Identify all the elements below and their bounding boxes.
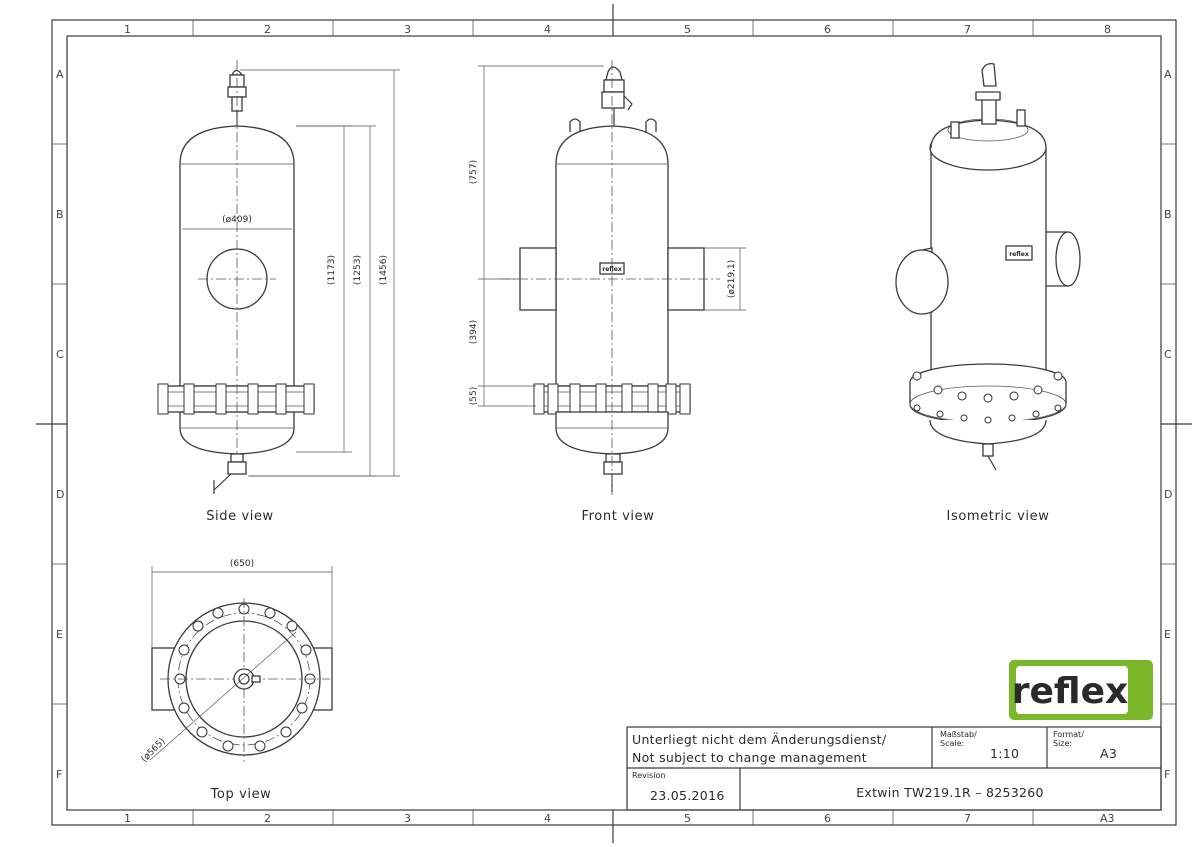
vessel-body xyxy=(930,148,1047,381)
col-label-top: 3 xyxy=(404,23,411,36)
format-label-de: Format/ xyxy=(1053,730,1084,739)
row-label-right: D xyxy=(1164,488,1172,501)
revision-date: 23.05.2016 xyxy=(650,788,725,803)
row-label-left: F xyxy=(56,768,62,781)
col-label-bottom: 1 xyxy=(124,812,131,825)
dim-front-mid: (394) xyxy=(469,320,479,344)
top-view: (650) (ø565) Top view xyxy=(140,559,333,802)
front-view: reflex xyxy=(469,60,746,524)
flange-bolts xyxy=(912,371,1063,424)
nameplate-label: reflex xyxy=(602,266,622,273)
bottom-dome xyxy=(929,419,1047,445)
col-label-bottom: 4 xyxy=(544,812,551,825)
drawing-title: Extwin TW219.1R – 8253260 xyxy=(856,785,1044,800)
dim-top-diameter: (ø565) xyxy=(140,737,168,765)
drain-valve xyxy=(213,453,247,494)
flange-bolts xyxy=(157,383,315,415)
col-label-bottom: 5 xyxy=(684,812,691,825)
col-label-top: 4 xyxy=(544,23,551,36)
air-vent-valve xyxy=(601,66,633,126)
col-label-top: 5 xyxy=(684,23,691,36)
row-label-left: B xyxy=(56,208,64,221)
dim-front-flange: (55) xyxy=(469,387,479,405)
dim-top-width: (650) xyxy=(230,559,254,569)
flange-bolts xyxy=(174,603,316,752)
col-label-top: 7 xyxy=(964,23,971,36)
col-label-bottom: 6 xyxy=(824,812,831,825)
row-label-right: B xyxy=(1164,208,1172,221)
row-label-left: A xyxy=(56,68,64,81)
front-view-caption: Front view xyxy=(582,509,655,524)
row-label-right: A xyxy=(1164,68,1172,81)
format-label-en: Size: xyxy=(1053,739,1072,748)
dim-front-nozzle: (ø219,1) xyxy=(727,260,737,298)
sheet-frame xyxy=(36,4,1192,843)
zone-labels: 1 2 3 4 5 6 7 8 1 2 3 4 5 6 7 A3 A B C D… xyxy=(56,23,1172,825)
scale-label-en: Scale: xyxy=(940,739,964,748)
dim-side-height-3: (1456) xyxy=(379,255,389,285)
format-value: A3 xyxy=(1100,746,1117,761)
flange xyxy=(535,385,691,413)
scale-value: 1:10 xyxy=(990,746,1019,761)
col-label-top: 1 xyxy=(124,23,131,36)
isometric-view-caption: Isometric view xyxy=(947,509,1050,524)
col-label-top: 2 xyxy=(264,23,271,36)
dim-side-diameter: (ø409) xyxy=(222,215,252,225)
col-label-bottom: 2 xyxy=(264,812,271,825)
dim-side-height-1: (1173) xyxy=(327,255,337,285)
col-label-bottom: A3 xyxy=(1100,812,1115,825)
dim-side-height-2: (1253) xyxy=(353,255,363,285)
revision-label: Revision xyxy=(632,771,665,780)
side-view-caption: Side view xyxy=(206,509,274,524)
note-english: Not subject to change management xyxy=(632,750,867,765)
row-label-left: E xyxy=(56,628,63,641)
nameplate-label: reflex xyxy=(1009,251,1029,258)
col-label-top: 8 xyxy=(1104,23,1111,36)
reflex-logo: reflex xyxy=(1009,660,1153,720)
title-block: Unterliegt nicht dem Änderungsdienst/ No… xyxy=(626,726,1162,811)
col-label-top: 6 xyxy=(824,23,831,36)
side-view: (ø409) (1173) (1253) (1456) Side view xyxy=(157,60,400,524)
vessel-body xyxy=(555,125,669,387)
col-label-bottom: 7 xyxy=(964,812,971,825)
top-view-caption: Top view xyxy=(210,787,272,802)
col-label-bottom: 3 xyxy=(404,812,411,825)
row-label-left: D xyxy=(56,488,64,501)
row-label-right: F xyxy=(1164,768,1170,781)
logo-wordmark: reflex xyxy=(1012,671,1129,712)
inlet-nozzle xyxy=(895,249,949,315)
note-german: Unterliegt nicht dem Änderungsdienst/ xyxy=(632,732,887,747)
row-label-left: C xyxy=(56,348,64,361)
row-label-right: C xyxy=(1164,348,1172,361)
dim-front-top: (757) xyxy=(469,160,479,184)
row-label-right: E xyxy=(1164,628,1171,641)
isometric-view: reflex Isometric view xyxy=(895,62,1081,524)
scale-label-de: Maßstab/ xyxy=(940,730,977,739)
